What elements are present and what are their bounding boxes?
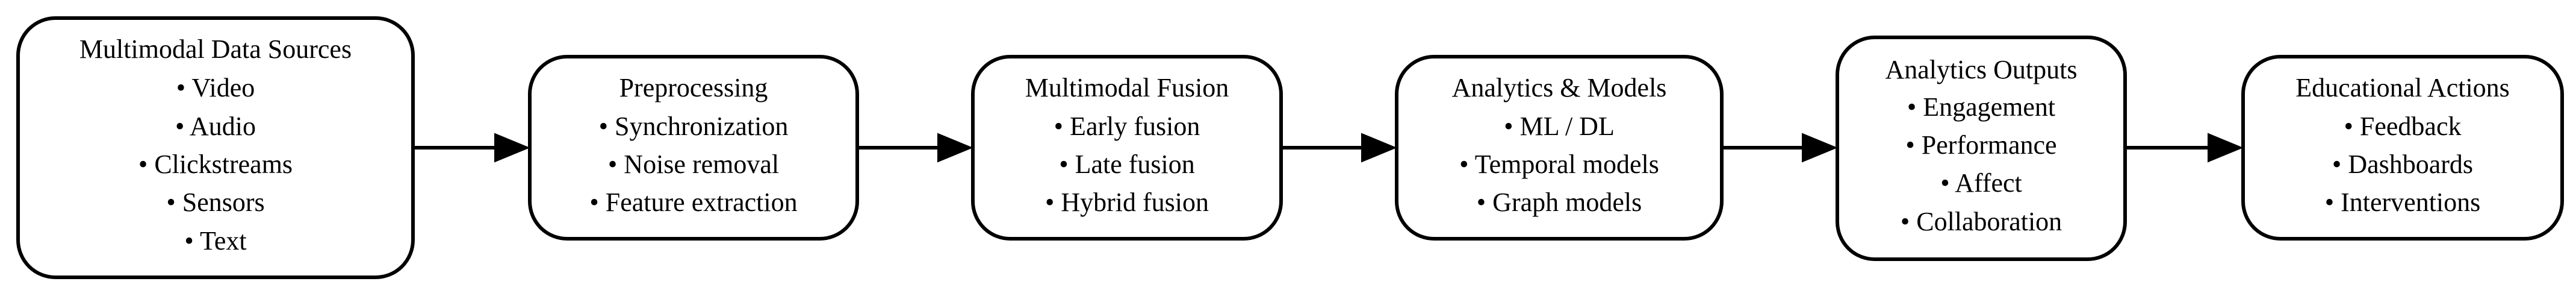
node-item: • Synchronization [599, 112, 789, 141]
node-item: • Graph models [1477, 187, 1642, 217]
node-analytics-outputs: Analytics Outputs • Engagement • Perform… [1836, 36, 2127, 261]
edges-layer [413, 133, 2244, 163]
node-box [1836, 36, 2127, 261]
arrowhead-fusion-to-models [1361, 133, 1397, 163]
node-title: Educational Actions [2295, 73, 2510, 102]
node-item: • Performance [1905, 130, 2056, 160]
node-multimodal-fusion: Multimodal Fusion • Early fusion • Late … [971, 55, 1283, 241]
node-box [971, 55, 1283, 241]
node-item: • Text [184, 226, 246, 256]
node-item: • Hybrid fusion [1045, 187, 1209, 217]
node-data-sources: Multimodal Data Sources • Video • Audio … [16, 16, 415, 279]
node-box [16, 16, 415, 279]
node-title: Analytics & Models [1452, 73, 1667, 102]
node-box [1395, 55, 1724, 241]
node-item: • Feature extraction [589, 187, 797, 217]
node-item: • Audio [175, 112, 256, 141]
arrowhead-outputs-to-actions [2208, 133, 2244, 163]
node-item: • Engagement [1907, 92, 2055, 122]
node-educational-actions: Educational Actions • Feedback • Dashboa… [2241, 55, 2564, 241]
node-title: Multimodal Fusion [1025, 73, 1229, 102]
node-item: • Interventions [2325, 187, 2481, 217]
arrowhead-sources-to-preprocessing [494, 133, 530, 163]
node-box [2241, 55, 2564, 241]
arrowhead-models-to-outputs [1802, 133, 1838, 163]
node-item: • Sensors [166, 187, 264, 217]
node-item: • Late fusion [1059, 150, 1195, 179]
node-item: • Temporal models [1459, 150, 1659, 179]
node-item: • Dashboards [2332, 150, 2473, 179]
node-preprocessing: Preprocessing • Synchronization • Noise … [528, 55, 859, 241]
node-box [528, 55, 859, 241]
node-item: • Affect [1940, 168, 2022, 198]
node-item: • Clickstreams [138, 150, 293, 179]
node-item: • Early fusion [1054, 112, 1200, 141]
node-title: Multimodal Data Sources [79, 34, 352, 64]
node-item: • Video [176, 73, 255, 102]
node-analytics-models: Analytics & Models • ML / DL • Temporal … [1395, 55, 1724, 241]
node-item: • ML / DL [1504, 112, 1615, 141]
node-item: • Noise removal [608, 150, 779, 179]
node-title: Analytics Outputs [1885, 55, 2078, 84]
node-item: • Feedback [2344, 112, 2462, 141]
node-item: • Collaboration [1901, 207, 2062, 236]
arrowhead-preprocessing-to-fusion [937, 133, 973, 163]
node-title: Preprocessing [619, 73, 768, 102]
